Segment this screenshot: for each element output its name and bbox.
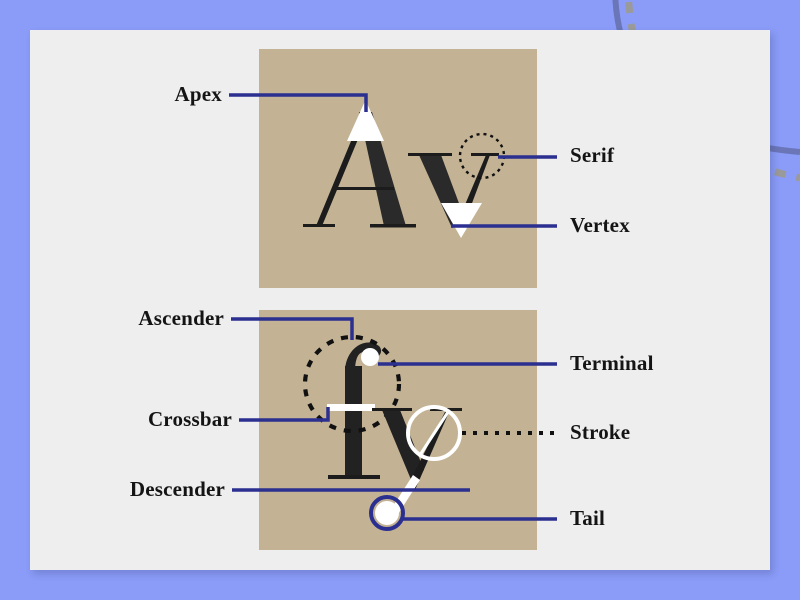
annotation-label-terminal[interactable]: Terminal	[570, 351, 654, 375]
annotation-label-crossbar[interactable]: Crossbar	[147, 407, 232, 431]
annotation-label-serif[interactable]: Serif	[570, 143, 615, 167]
annotation-label-ascender[interactable]: Ascender	[138, 306, 224, 330]
annotation-label-apex[interactable]: Apex	[174, 82, 222, 106]
annotation-label-stroke[interactable]: Stroke	[570, 420, 631, 444]
specimen-panel-lowercase	[259, 310, 537, 550]
specimen-panel-capitals	[259, 49, 537, 288]
annotation-label-descender[interactable]: Descender	[129, 477, 225, 501]
annotation-label-vertex[interactable]: Vertex	[570, 213, 630, 237]
annotation-label-tail[interactable]: Tail	[570, 506, 606, 530]
